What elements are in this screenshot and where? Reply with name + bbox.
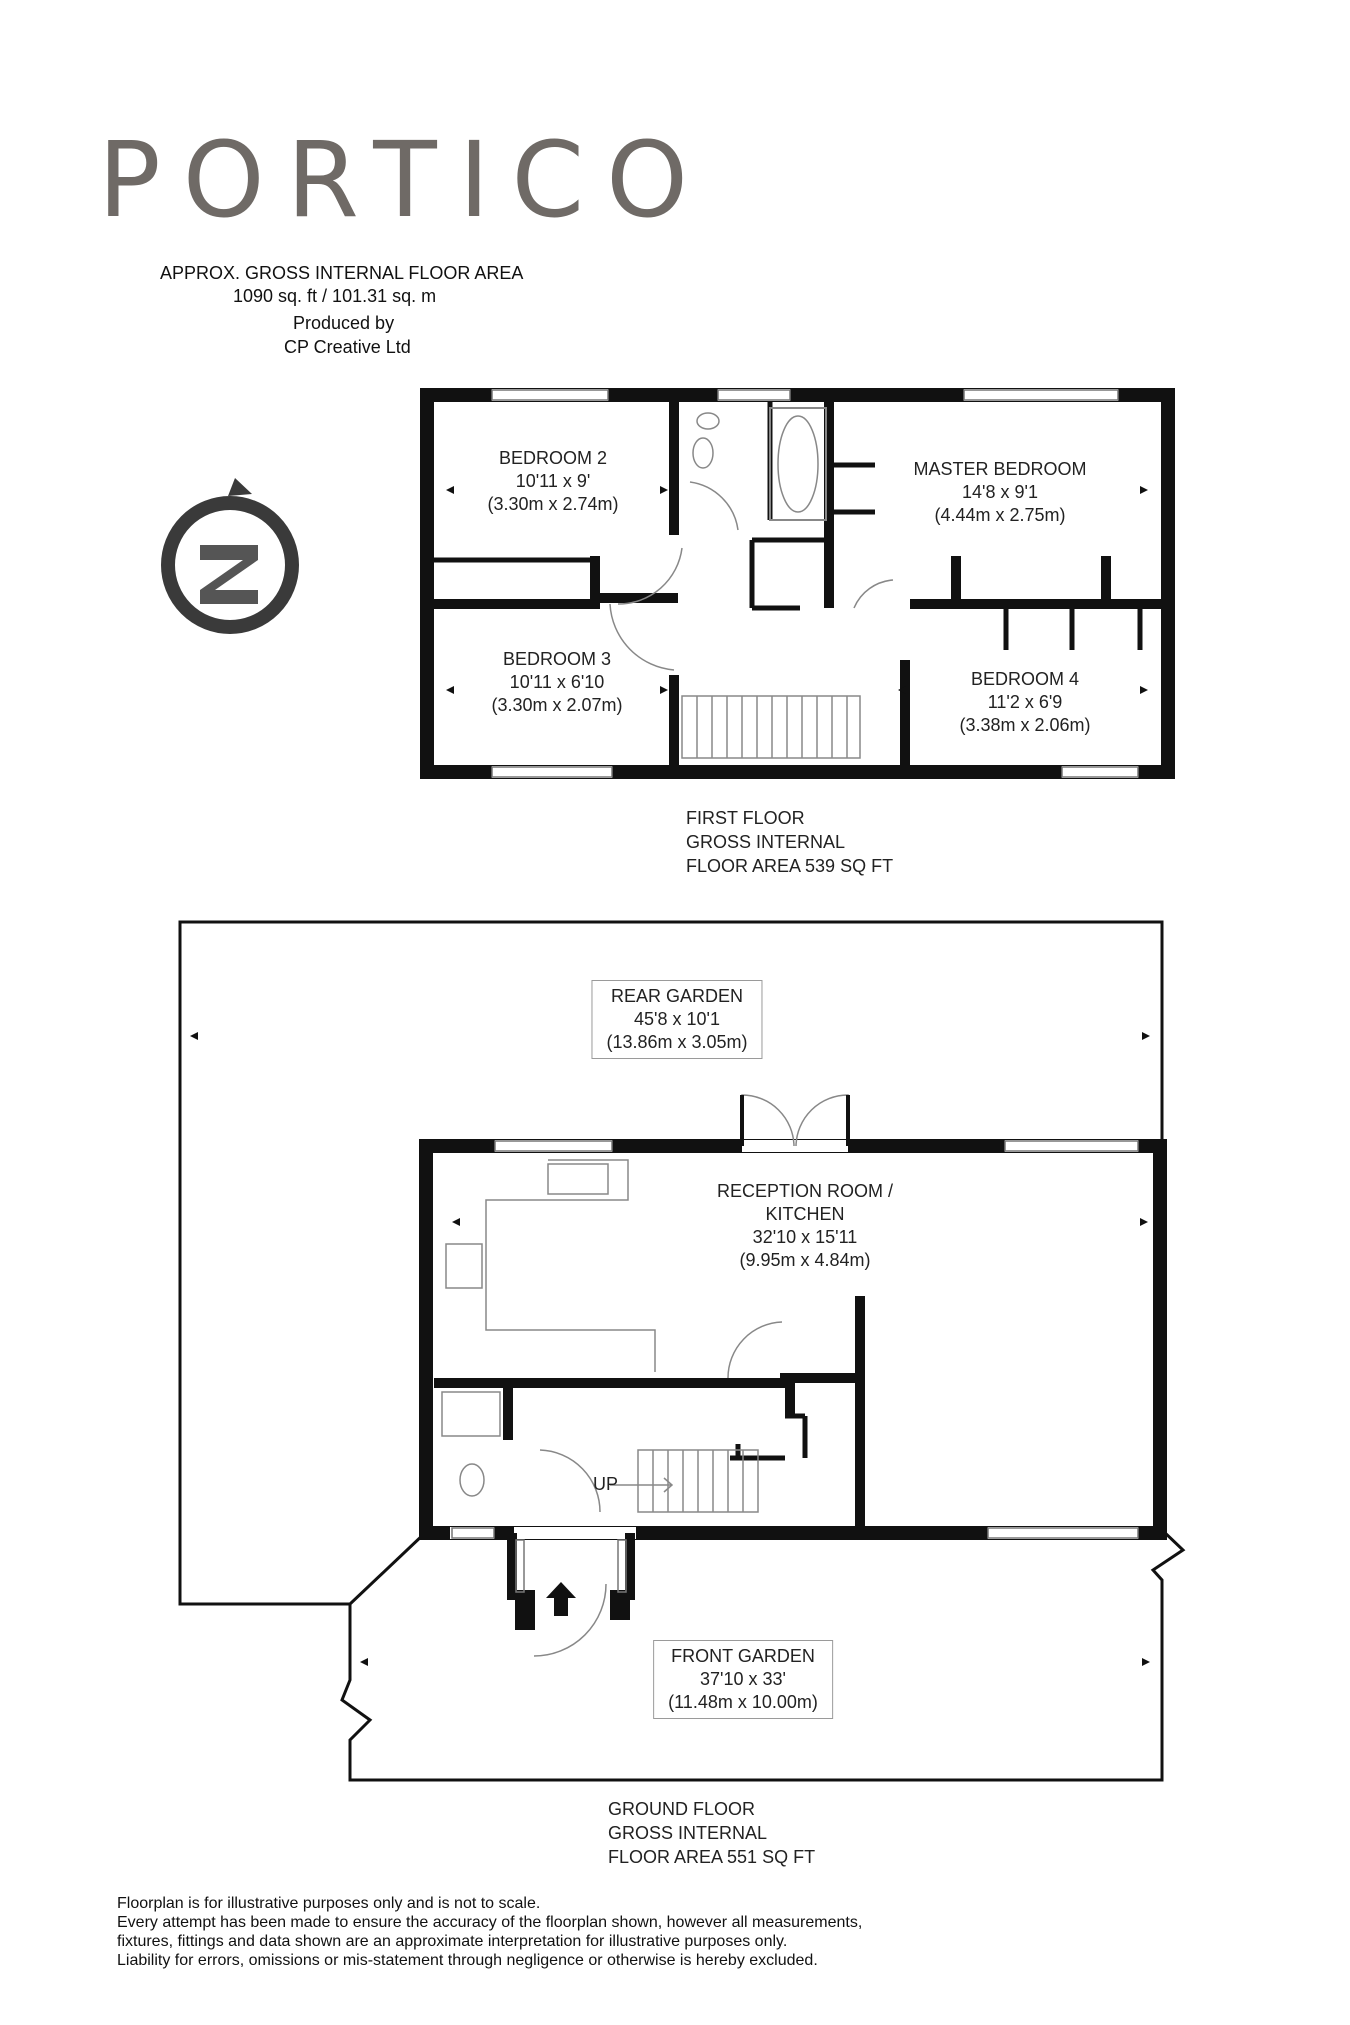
- room-reception-kitchen: RECEPTION ROOM / KITCHEN 32'10 x 15'11 (…: [717, 1180, 893, 1272]
- room-name: BEDROOM 4: [970, 669, 1080, 689]
- room-bedroom-3: BEDROOM 3 10'11 x 6'10 (3.30m x 2.07m): [491, 648, 622, 717]
- room-name: BEDROOM 2: [498, 448, 608, 468]
- room-size-metric: (13.86m x 3.05m): [606, 1032, 748, 1052]
- area-value: 1090 sq. ft / 101.31 sq. m: [233, 286, 437, 306]
- disclaimer-line: fixtures, fittings and data shown are an…: [117, 1933, 788, 1950]
- room-size-metric: (3.30m x 2.74m): [487, 494, 619, 514]
- floor-area: FLOOR AREA 551 SQ FT: [608, 1847, 816, 1867]
- brand-logo: PORTICO: [98, 119, 710, 241]
- floor-title: FIRST FLOOR: [686, 808, 805, 828]
- room-name: REAR GARDEN: [610, 986, 744, 1006]
- room-master-bedroom: MASTER BEDROOM 14'8 x 9'1 (4.44m x 2.75m…: [913, 458, 1086, 527]
- room-size-metric: (9.95m x 4.84m): [739, 1250, 871, 1270]
- disclaimer: Floorplan is for illustrative purposes o…: [117, 1894, 862, 1970]
- room-size-imperial: 10'11 x 6'10: [509, 672, 605, 692]
- room-size-imperial: 37'10 x 33': [700, 1669, 786, 1689]
- stairs-up-label: UP: [593, 1474, 619, 1494]
- room-rear-garden: REAR GARDEN 45'8 x 10'1 (13.86m x 3.05m): [591, 980, 763, 1059]
- room-size-metric: (3.30m x 2.07m): [491, 695, 623, 715]
- room-size-metric: (4.44m x 2.75m): [934, 505, 1066, 525]
- floor-area: FLOOR AREA 539 SQ FT: [686, 856, 894, 876]
- room-name: FRONT GARDEN: [671, 1646, 815, 1666]
- room-bedroom-2: BEDROOM 2 10'11 x 9' (3.30m x 2.74m): [487, 447, 618, 516]
- floor-subtitle: GROSS INTERNAL: [608, 1823, 768, 1843]
- room-size-imperial: 11'2 x 6'9: [987, 692, 1063, 712]
- room-size-imperial: 32'10 x 15'11: [752, 1227, 858, 1247]
- produced-by-label: Produced by: [293, 313, 395, 333]
- room-size-imperial: 10'11 x 9': [515, 471, 591, 491]
- room-front-garden: FRONT GARDEN 37'10 x 33' (11.48m x 10.00…: [653, 1640, 833, 1719]
- room-name: MASTER BEDROOM: [913, 459, 1087, 479]
- ground-floor-label: GROUND FLOOR GROSS INTERNAL FLOOR AREA 5…: [608, 1797, 815, 1869]
- room-name-line1: RECEPTION ROOM /: [716, 1181, 894, 1201]
- north-compass-icon: [161, 478, 299, 634]
- disclaimer-line: Every attempt has been made to ensure th…: [117, 1914, 863, 1931]
- room-size-metric: (11.48m x 10.00m): [668, 1692, 818, 1712]
- room-name-line2: KITCHEN: [765, 1204, 845, 1224]
- disclaimer-line: Liability for errors, omissions or mis-s…: [117, 1952, 818, 1969]
- first-floor-label: FIRST FLOOR GROSS INTERNAL FLOOR AREA 53…: [686, 806, 893, 878]
- floor-title: GROUND FLOOR: [608, 1799, 756, 1819]
- room-size-imperial: 14'8 x 9'1: [962, 482, 1038, 502]
- producer-name: CP Creative Ltd: [284, 337, 411, 357]
- room-size-metric: (3.38m x 2.06m): [959, 715, 1091, 735]
- entrance-arrow-icon: [546, 1582, 576, 1616]
- disclaimer-line: Floorplan is for illustrative purposes o…: [117, 1895, 541, 1912]
- room-size-imperial: 45'8 x 10'1: [634, 1009, 720, 1029]
- ground-floor-plan: [178, 920, 1186, 1782]
- first-floor-plan: [420, 388, 1175, 779]
- area-title: APPROX. GROSS INTERNAL FLOOR AREA: [160, 263, 524, 283]
- dimension-markers: [190, 486, 1150, 1666]
- room-bedroom-4: BEDROOM 4 11'2 x 6'9 (3.38m x 2.06m): [959, 668, 1090, 737]
- floor-subtitle: GROSS INTERNAL: [686, 832, 846, 852]
- room-name: BEDROOM 3: [502, 649, 612, 669]
